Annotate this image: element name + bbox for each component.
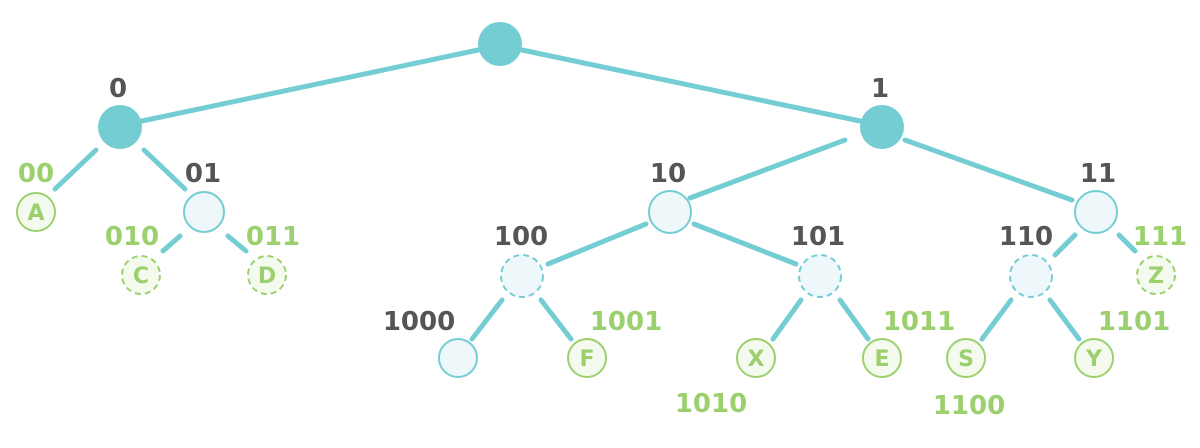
code-label-1: 1 <box>871 74 889 104</box>
leaf-c: C <box>121 255 161 295</box>
code-label-111: 111 <box>1133 222 1187 252</box>
leaf-s-symbol: S <box>958 347 974 372</box>
code-label-11: 11 <box>1080 159 1116 189</box>
edge-100-1000 <box>469 297 505 342</box>
leaf-f-symbol: F <box>579 347 594 372</box>
leaf-x-symbol: X <box>748 347 765 372</box>
node-110 <box>1009 254 1053 298</box>
edge-1-11 <box>902 137 1075 203</box>
code-label-1001: 1001 <box>590 307 662 337</box>
node-100 <box>500 254 544 298</box>
node-1000 <box>438 338 478 378</box>
node-1 <box>860 105 904 149</box>
edge-0-00 <box>52 147 99 192</box>
code-label-110: 110 <box>999 222 1053 252</box>
leaf-z: Z <box>1136 255 1176 295</box>
edge-11-110 <box>1052 232 1078 258</box>
code-label-101: 101 <box>791 222 845 252</box>
edge-110-1100 <box>979 297 1014 342</box>
leaf-y: Y <box>1074 338 1114 378</box>
code-label-10: 10 <box>650 159 686 189</box>
root-node <box>478 22 522 66</box>
code-label-1101: 1101 <box>1098 307 1170 337</box>
code-label-100: 100 <box>494 222 548 252</box>
edge-101-1010 <box>770 297 804 342</box>
leaf-a: A <box>16 192 56 232</box>
leaf-e-symbol: E <box>874 347 889 372</box>
node-10 <box>648 190 692 234</box>
edge-01-010 <box>160 233 183 254</box>
code-label-1000: 1000 <box>383 307 455 337</box>
code-label-010: 010 <box>105 222 159 252</box>
edge-01-011 <box>225 233 249 254</box>
leaf-s-circle <box>946 338 986 378</box>
code-label-1011: 1011 <box>883 307 955 337</box>
leaf-a-circle <box>16 192 56 232</box>
leaf-d-circle <box>247 255 287 295</box>
leaf-d-symbol: D <box>258 264 276 289</box>
code-label-01: 01 <box>185 159 221 189</box>
edge-101-1011 <box>837 297 871 342</box>
node-11 <box>1074 190 1118 234</box>
edge-1-10 <box>687 137 848 201</box>
code-label-1010: 1010 <box>675 389 747 419</box>
leaf-e-circle <box>862 338 902 378</box>
leaf-s: S <box>946 338 986 378</box>
edge-root-1 <box>519 47 863 124</box>
leaf-x: X <box>736 338 776 378</box>
code-label-011: 011 <box>246 222 300 252</box>
leaf-d: D <box>247 255 287 295</box>
leaf-a-symbol: A <box>27 201 44 226</box>
leaf-f-circle <box>567 338 607 378</box>
edge-0-01 <box>141 147 188 192</box>
tree-edges <box>52 47 1138 342</box>
edge-root-0 <box>139 47 481 124</box>
leaf-y-symbol: Y <box>1085 347 1103 372</box>
leaf-c-symbol: C <box>133 264 149 289</box>
edge-10-100 <box>545 221 649 267</box>
edge-110-1101 <box>1047 297 1082 342</box>
leaf-c-circle <box>121 255 161 295</box>
leaf-f: F <box>567 338 607 378</box>
edge-100-1001 <box>538 297 574 342</box>
node-01 <box>183 191 225 233</box>
code-label-1100: 1100 <box>933 391 1005 421</box>
leaf-e: E <box>862 338 902 378</box>
node-101 <box>798 254 842 298</box>
code-label-0: 0 <box>109 74 127 104</box>
leaf-z-circle <box>1136 255 1176 295</box>
code-label-00: 00 <box>18 159 54 189</box>
edge-10-101 <box>691 221 799 267</box>
leaf-x-circle <box>736 338 776 378</box>
edge-11-111 <box>1116 232 1138 254</box>
leaf-y-circle <box>1074 338 1114 378</box>
node-0 <box>98 105 142 149</box>
leaf-z-symbol: Z <box>1148 264 1164 289</box>
